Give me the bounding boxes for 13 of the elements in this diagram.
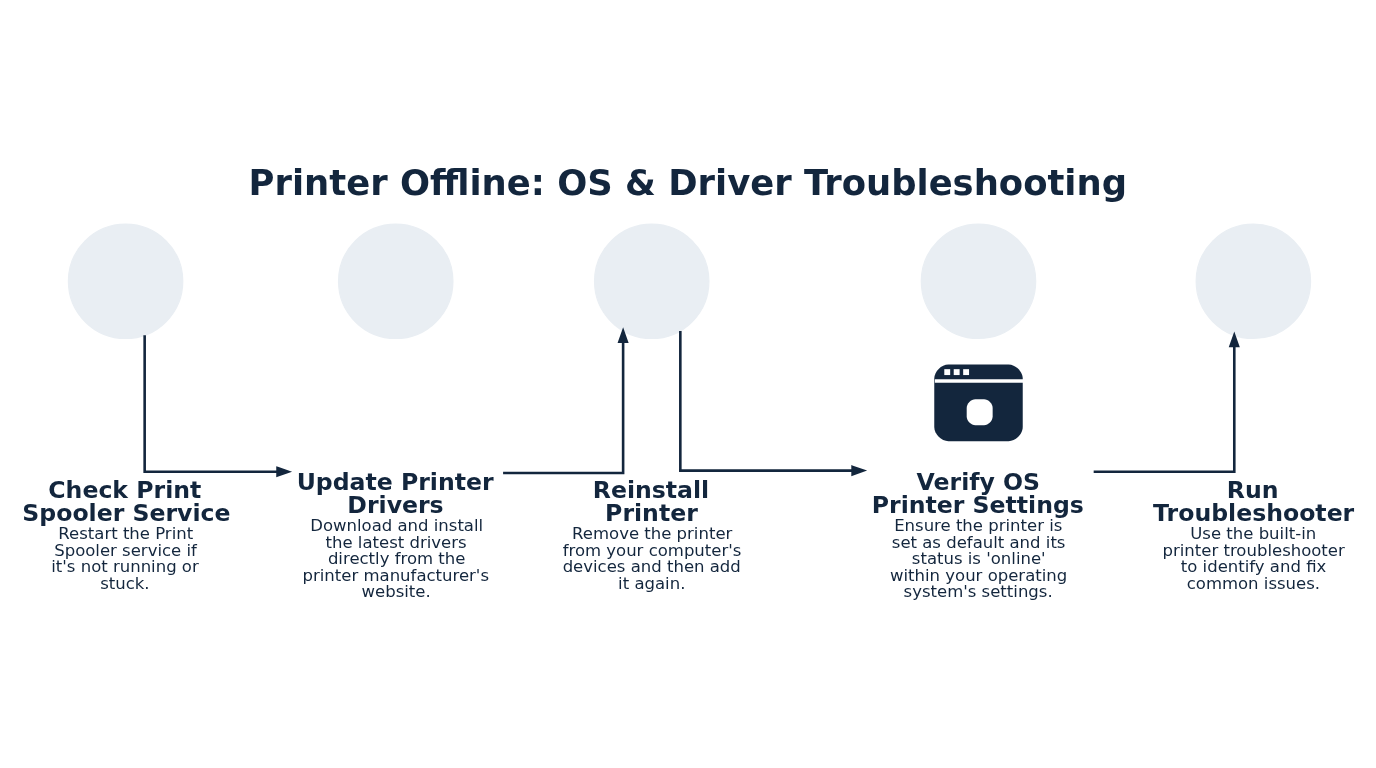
node-text: Update Printer Drivers Download and install the latest drivers directly from the printer manufacturer's website. [296,466,494,601]
arrow [503,326,629,474]
node-circle [67,222,184,339]
arrow [679,330,868,476]
node-circle [593,222,710,339]
node-text: Verify OS Printer Settings Ensure the printer is set as default and its status is 'online' within your operating system's settings. [871,466,1084,601]
node-circle [1195,222,1312,339]
node-text: Run Troubleshooter Use the built-in printer troubleshooter to identify and fix common issues. [1153,475,1355,593]
node-text: Check Print Spooler Service Restart the Print Spooler service if it's not running or stuck. [22,475,231,593]
arrow [1093,330,1240,473]
node-text: Reinstall Printer Remove the printer from your computer's devices and then add it again. [562,475,742,593]
arrow [143,334,293,477]
diagram-title: Printer Offline: OS & Driver Troubleshooting [248,161,1128,203]
